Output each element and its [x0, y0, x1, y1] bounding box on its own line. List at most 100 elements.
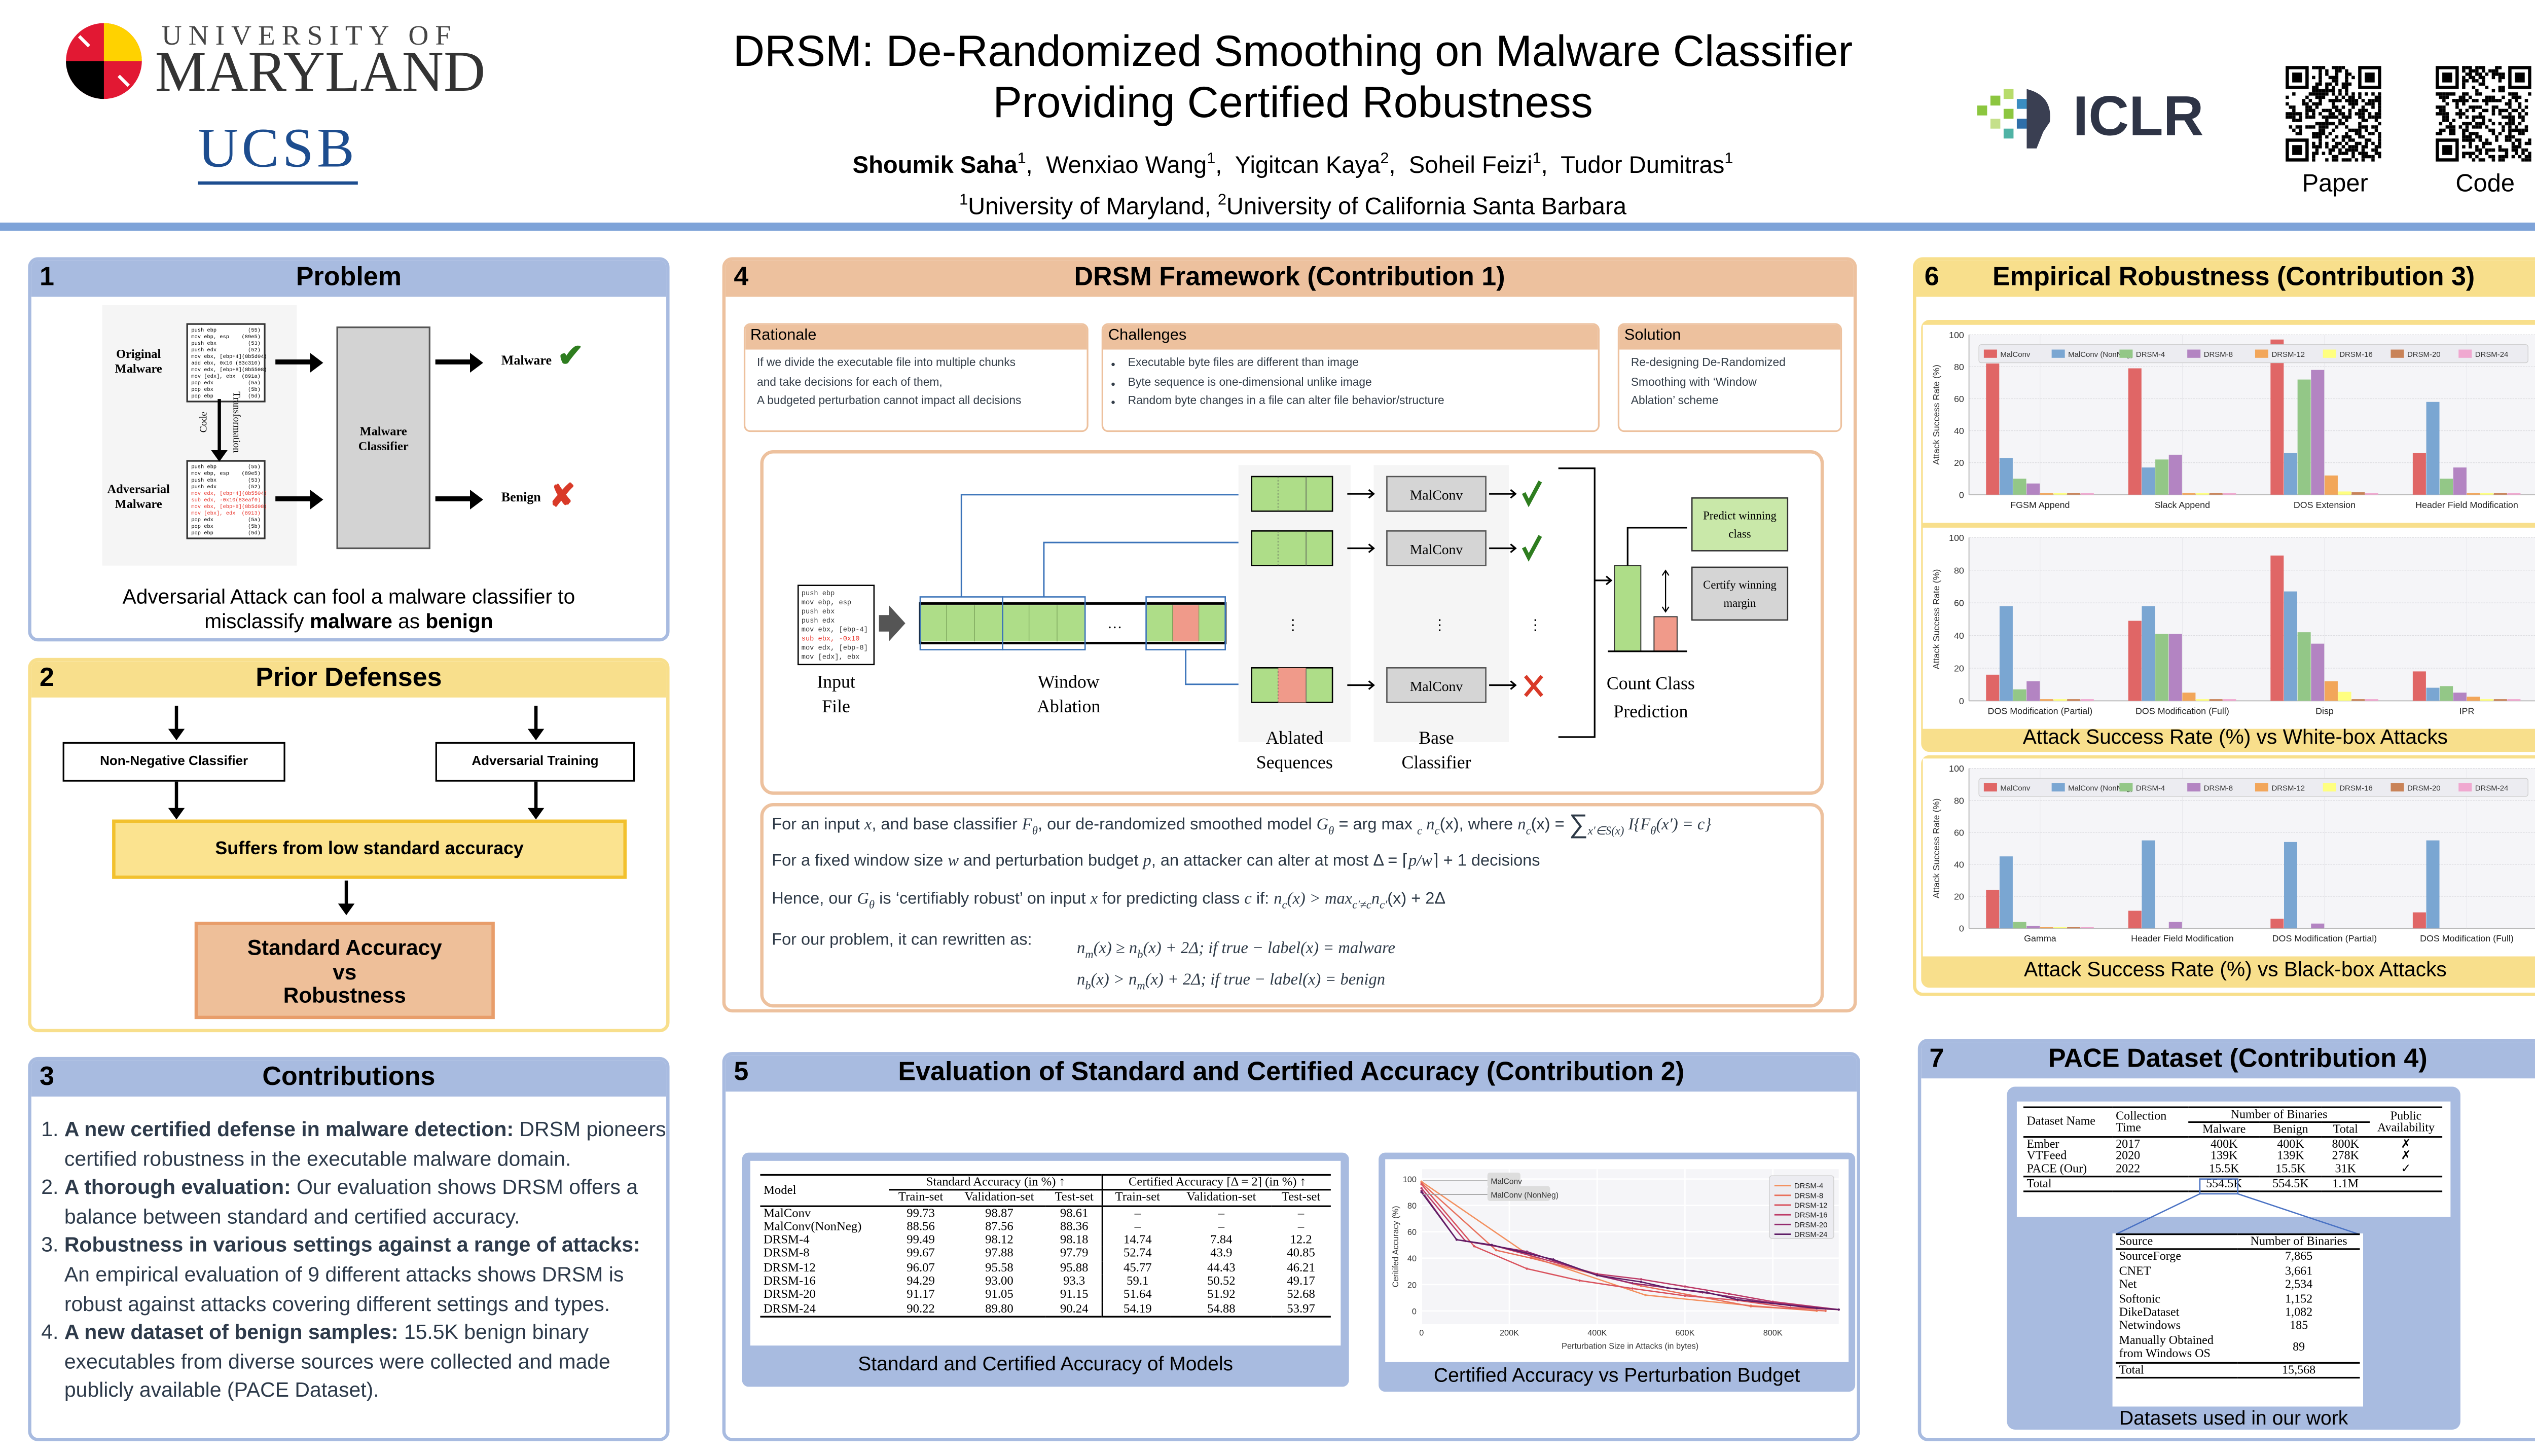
qr-module: [2488, 141, 2492, 145]
qr-module: [2469, 76, 2472, 80]
bar-drsm-24: [2080, 493, 2094, 495]
qr-module: [2325, 82, 2329, 86]
qr-module: [2491, 108, 2495, 113]
qr-module: [2332, 79, 2335, 83]
binary-count-cell: 185: [2290, 1318, 2308, 1333]
legend-swatch: [2119, 349, 2133, 358]
bar-drsm-20: [2351, 492, 2365, 495]
code-line: push edx(52): [191, 346, 261, 353]
qr-module: [2475, 135, 2479, 139]
data-point: [1631, 1282, 1634, 1285]
value-cell: 91.17: [907, 1287, 935, 1302]
qr-module: [2348, 145, 2352, 149]
qr-module: [2515, 145, 2518, 149]
bar-drsm-8: [2168, 634, 2182, 701]
qr-module: [2319, 135, 2322, 139]
author-name: Yigitcan Kaya: [1235, 153, 1381, 179]
arrow-right-icon: [879, 605, 906, 642]
code-hex: (52): [248, 483, 261, 490]
qr-module: [2351, 76, 2355, 80]
qr-module: [2341, 112, 2345, 116]
bar-drsm-20: [2209, 699, 2223, 701]
qr-code-link[interactable]: Code: [2436, 66, 2534, 198]
total-cell: 554.5K: [2206, 1176, 2242, 1191]
qr-module: [2345, 141, 2348, 145]
model-name-cell: DRSM-4: [763, 1232, 810, 1247]
qr-module: [2358, 128, 2362, 132]
availability-icon: ✗: [2401, 1135, 2411, 1150]
bar-drsm-24: [2507, 699, 2521, 701]
formula-line: nb(x) > nm(x) + 2Δ; if true − label(x) =…: [1077, 971, 1385, 993]
qr-module: [2462, 138, 2466, 142]
value-cell: 98.12: [985, 1232, 1013, 1247]
formula-segment: Hence, our: [772, 890, 857, 909]
legend-label: DRSM-16: [2339, 784, 2373, 793]
tradeoff-line: Robustness: [283, 982, 406, 1008]
qr-module: [2312, 125, 2315, 129]
qr-module: [2439, 92, 2443, 96]
formula-segment: ⌉ + 1 decisions: [1432, 852, 1540, 871]
original-code-block: push ebp(55)mov ebp, esp(89e5)push ebx(5…: [186, 323, 267, 403]
arrow-right-icon: [1489, 489, 1517, 499]
bar-drsm-4: [2155, 634, 2169, 701]
qr-module: [2368, 138, 2372, 142]
code-line: pop edx(5a): [191, 379, 261, 386]
affil-sup: 2: [1217, 190, 1226, 208]
qr-module: [2465, 152, 2469, 155]
data-point: [1666, 1287, 1669, 1289]
qr-paper[interactable]: Paper: [2286, 66, 2384, 198]
arrow-right-icon: [1489, 680, 1517, 690]
qr-module: [2518, 145, 2522, 149]
total-cell: 554.5K: [2272, 1176, 2309, 1191]
qr-module: [2345, 132, 2348, 135]
qr-module: [2378, 99, 2381, 102]
qr-module: [2365, 152, 2368, 155]
qr-module: [2508, 135, 2512, 139]
qr-module: [2289, 112, 2293, 116]
qr-module: [2299, 119, 2302, 122]
qr-module: [2328, 76, 2332, 80]
code-hex: (53): [248, 340, 261, 347]
section-header: 5 Evaluation of Standard and Certified A…: [726, 1055, 1857, 1092]
qr-module: [2345, 69, 2348, 73]
qr-code-icon[interactable]: [2286, 66, 2381, 162]
formula-segment: ∑: [1569, 811, 1588, 840]
qr-module: [2465, 108, 2469, 113]
qr-module: [2332, 102, 2335, 106]
qr-module: [2328, 112, 2332, 116]
column-header: Test-set: [1046, 1190, 1103, 1207]
code-asm: push ebp: [191, 326, 217, 334]
qr-module: [2511, 115, 2515, 119]
qr-module: [2505, 138, 2509, 142]
qr-module: [2515, 128, 2518, 132]
plot-area: [1969, 537, 2535, 701]
arrow-down-icon: [168, 781, 185, 820]
qr-module: [2351, 99, 2355, 102]
card-line: Ablation’ scheme: [1631, 395, 1719, 408]
qr-module: [2332, 92, 2335, 96]
qr-module: [2365, 108, 2368, 113]
bar-malconv: [2128, 621, 2142, 701]
qr-module: [2325, 92, 2329, 96]
formula-segment: m: [1137, 979, 1145, 993]
qr-module: [2338, 92, 2342, 96]
qr-code-icon[interactable]: [2436, 66, 2531, 162]
arrow-right-icon: [1595, 575, 1613, 586]
card-line: Smoothing with ‘Window: [1631, 377, 1757, 388]
qr-module: [2315, 82, 2319, 86]
x-tick-label: 800K: [1763, 1329, 1783, 1338]
code-asm: pop edx: [191, 516, 213, 523]
qr-module: [2328, 152, 2332, 155]
code-asm: mov ebp, esp: [191, 469, 230, 477]
data-point: [1640, 1285, 1643, 1287]
formula-segment: (x′) = c}: [1656, 816, 1712, 834]
qr-module: [2335, 99, 2339, 102]
predict-connector: [1626, 527, 1687, 566]
cross-icon: [1524, 675, 1543, 697]
bar-drsm-16: [2053, 699, 2067, 701]
author-name: Wenxiao Wang: [1046, 153, 1207, 179]
value-cell: 51.92: [1207, 1287, 1236, 1302]
formula-line: nm(x) ≥ nb(x) + 2Δ; if true − label(x) =…: [1077, 940, 1395, 961]
model-name-cell: DRSM-12: [763, 1259, 816, 1275]
